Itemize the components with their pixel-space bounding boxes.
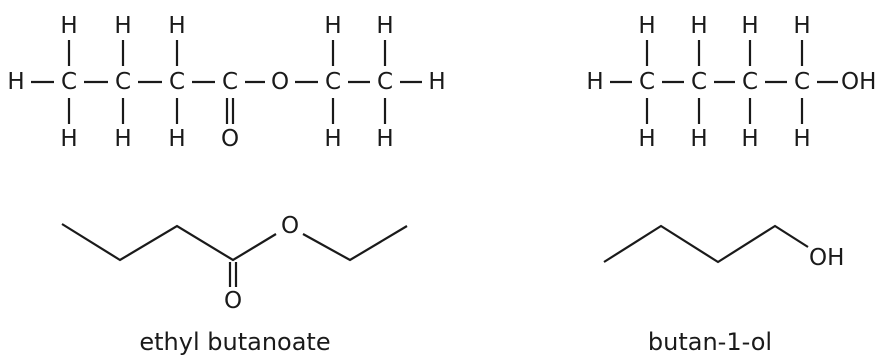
hydrogen-atom: H <box>428 69 445 95</box>
ethyl-butanoate-skeletal-chain <box>61 223 277 262</box>
carbon-atom: C <box>639 69 655 95</box>
butanol-displayed-bonds <box>610 40 838 124</box>
butanol-caption: butan-1-ol <box>648 328 772 356</box>
carbon-atom: C <box>377 69 393 95</box>
hydrogen-atom: H <box>324 13 341 39</box>
hydrogen-atom: H <box>690 126 707 152</box>
carbon-atom: C <box>169 69 185 95</box>
butanol-displayed-formula: H C H H C H H C H H C H H OH <box>586 13 876 152</box>
hydrogen-atom: H <box>741 13 758 39</box>
ethyl-butanoate-displayed-bonds <box>31 40 422 124</box>
carbonyl-oxygen-atom: O <box>221 126 239 152</box>
hydrogen-atom: H <box>168 13 185 39</box>
hydrogen-atom: H <box>60 126 77 152</box>
butanol-skeletal-chain <box>603 224 809 264</box>
skeletal-hydroxyl-group: OH <box>809 245 844 271</box>
hydrogen-atom: H <box>7 69 24 95</box>
carbon-atom: C <box>61 69 77 95</box>
hydrogen-atom: H <box>741 126 758 152</box>
skeletal-ester-oxygen: O <box>281 213 299 239</box>
skeletal-carbonyl-oxygen: O <box>224 288 242 314</box>
hydrogen-atom: H <box>638 13 655 39</box>
hydrogen-atom: H <box>376 126 393 152</box>
hydroxyl-group: OH <box>841 69 876 95</box>
ethyl-butanoate-caption: ethyl butanoate <box>139 328 330 356</box>
hydrogen-atom: H <box>793 126 810 152</box>
ester-oxygen-atom: O <box>271 69 289 95</box>
hydrogen-atom: H <box>324 126 341 152</box>
carbon-atom: C <box>742 69 758 95</box>
ethyl-butanoate-skeletal-formula: O O <box>61 213 408 314</box>
carbon-atom: C <box>691 69 707 95</box>
hydrogen-atom: H <box>586 69 603 95</box>
carbon-atom: C <box>794 69 810 95</box>
hydrogen-atom: H <box>638 126 655 152</box>
hydrogen-atom: H <box>114 13 131 39</box>
hydrogen-atom: H <box>168 126 185 152</box>
ethyl-butanoate-displayed-atoms: H C H H C H H C H H C O O C H H C H H H <box>7 13 445 152</box>
hydrogen-atom: H <box>690 13 707 39</box>
hydrogen-atom: H <box>114 126 131 152</box>
ethyl-butanoate-skeletal-ethyl <box>302 225 408 262</box>
butanol-displayed-atoms: H C H H C H H C H H C H H OH <box>586 13 876 152</box>
carbon-atom: C <box>325 69 341 95</box>
butanol-skeletal-formula: OH <box>603 224 844 271</box>
carbon-atom: C <box>115 69 131 95</box>
hydrogen-atom: H <box>376 13 393 39</box>
carbonyl-carbon-atom: C <box>222 69 238 95</box>
hydrogen-atom: H <box>60 13 77 39</box>
hydrogen-atom: H <box>793 13 810 39</box>
ethyl-butanoate-displayed-formula: H C H H C H H C H H C O O C H H C H H H <box>7 13 445 152</box>
